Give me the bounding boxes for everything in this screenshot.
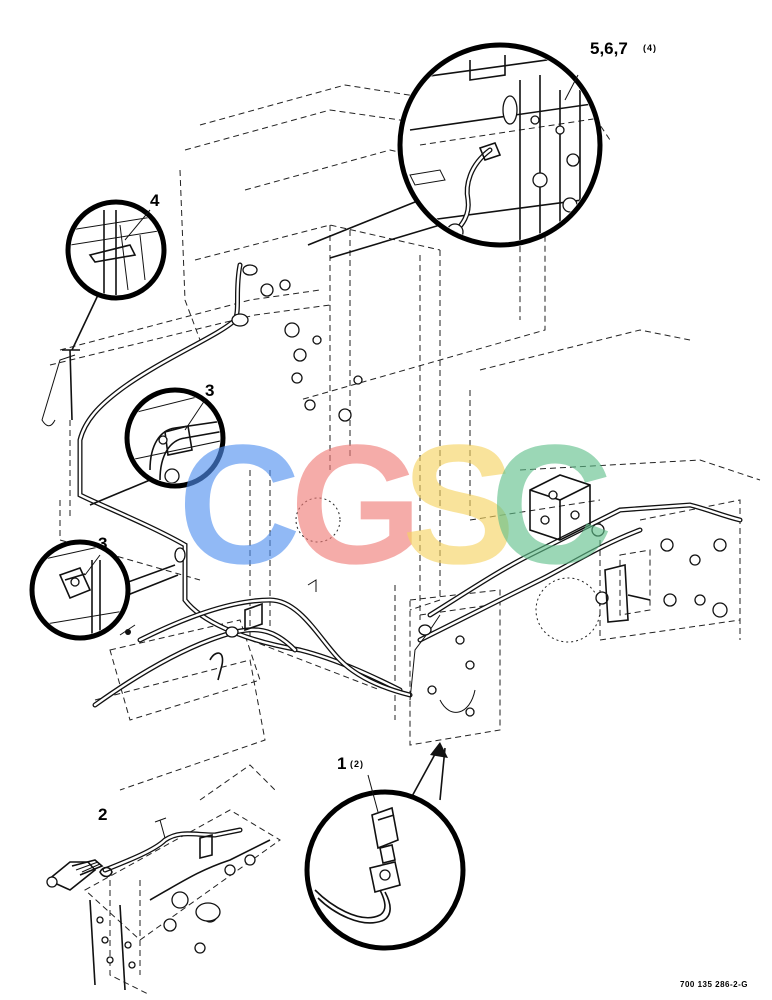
callout-label-3-lower: 3 [98,534,108,553]
frame-holes [260,279,728,717]
figure-id: 700 135 286-2-G [680,980,748,989]
sprocket-outline [295,497,601,643]
machine-frame [49,84,761,791]
detail-callout-1 [304,742,466,951]
callout-qty-567: (4) [643,43,657,53]
detail-callout-3-upper [89,387,226,506]
detail-callout-567 [307,42,603,259]
callout-label-4: 4 [150,191,160,210]
watermark-letter-c2: C [490,410,613,600]
watermark-letter-c1: C [178,410,301,600]
callout-label-567: 5,6,7 [590,39,628,58]
callout-label-1: 1 [337,754,347,773]
detail-2-assembly [46,764,281,996]
callout-label-3-upper: 3 [205,381,215,400]
valve-block [529,474,651,623]
callout-label-2: 2 [98,805,108,824]
fittings [62,264,432,681]
callout-qty-1: (2) [350,759,364,769]
watermark-letter-s: S [402,410,516,600]
detail-callout-3-lower [29,539,179,641]
watermark-letter-g: G [290,410,423,600]
detail-callout-4 [65,199,167,351]
